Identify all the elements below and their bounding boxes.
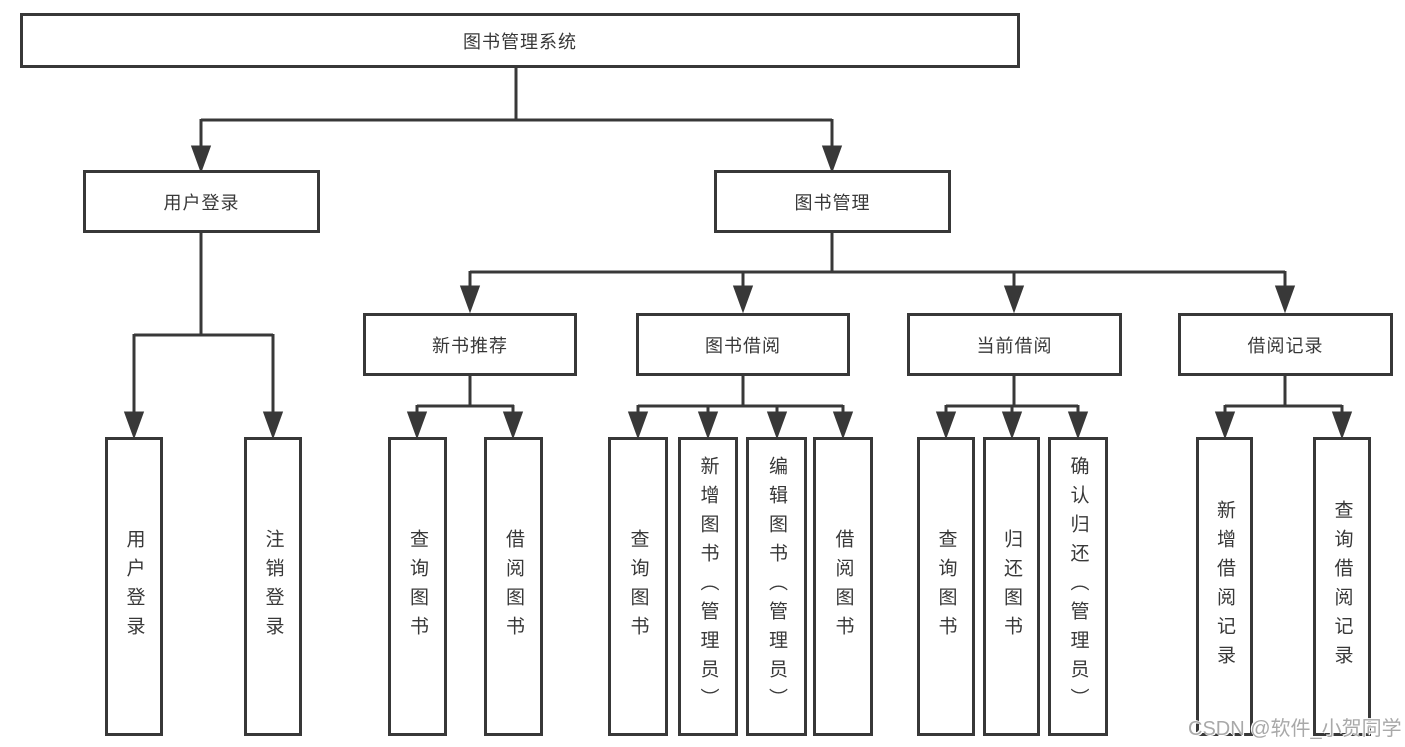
leaf-user-login: 用户登录 xyxy=(105,437,163,736)
csdn-watermark: CSDN @软件_小贺同学 xyxy=(1188,718,1402,740)
node-book-management-label: 图书管理 xyxy=(794,192,871,213)
leaf-current-query-book: 查询图书 xyxy=(917,437,975,736)
node-book-borrow: 图书借阅 xyxy=(636,313,850,376)
node-user-login: 用户登录 xyxy=(83,170,320,233)
node-book-borrow-label: 图书借阅 xyxy=(705,335,781,356)
leaf-confirm-return-admin: 确认归还（管理员） xyxy=(1048,437,1108,736)
leaf-rec-query-book: 查询图书 xyxy=(388,437,447,736)
edge-new-book-rec-to-leaves xyxy=(406,376,524,440)
node-new-book-recommend: 新书推荐 xyxy=(363,313,577,376)
leaf-rec-borrow-book-label: 借阅图书 xyxy=(503,528,524,645)
leaf-query-borrow-record: 查询借阅记录 xyxy=(1313,437,1371,736)
leaf-edit-book-admin: 编辑图书（管理员） xyxy=(746,437,807,736)
leaf-rec-borrow-book: 借阅图书 xyxy=(484,437,543,736)
leaf-borrow-query-book-label: 查询图书 xyxy=(627,528,649,645)
node-new-book-recommend-label: 新书推荐 xyxy=(432,335,508,356)
leaf-confirm-return-admin-label: 确认归还（管理员） xyxy=(1067,456,1089,717)
node-book-management: 图书管理 xyxy=(714,170,951,233)
edge-current-borrow-to-leaves xyxy=(935,376,1089,440)
leaf-edit-book-admin-label: 编辑图书（管理员） xyxy=(766,456,787,717)
leaf-current-query-book-label: 查询图书 xyxy=(935,528,957,645)
leaf-logout: 注销登录 xyxy=(244,437,302,736)
node-root-system: 图书管理系统 xyxy=(20,13,1020,68)
leaf-user-login-label: 用户登录 xyxy=(123,528,145,645)
leaf-logout-label: 注销登录 xyxy=(262,528,284,645)
edge-book-mgmt-to-level2 xyxy=(459,233,1296,314)
node-root-label: 图书管理系统 xyxy=(463,31,577,52)
node-user-login-label: 用户登录 xyxy=(163,192,240,213)
leaf-add-borrow-record-label: 新增借阅记录 xyxy=(1214,499,1235,674)
leaf-add-book-admin: 新增图书（管理员） xyxy=(678,437,738,736)
leaf-add-book-admin-label: 新增图书（管理员） xyxy=(697,456,719,717)
leaf-query-borrow-record-label: 查询借阅记录 xyxy=(1331,499,1353,674)
edge-borrow-record-to-leaves xyxy=(1214,376,1353,440)
edge-user-login-to-leaves xyxy=(123,233,284,440)
leaf-borrow-query-book: 查询图书 xyxy=(608,437,668,736)
node-current-borrow-label: 当前借阅 xyxy=(976,335,1053,356)
node-borrow-record-label: 借阅记录 xyxy=(1247,335,1324,356)
leaf-add-borrow-record: 新增借阅记录 xyxy=(1196,437,1253,736)
leaf-return-book-label: 归还图书 xyxy=(1001,528,1022,645)
node-borrow-record: 借阅记录 xyxy=(1178,313,1393,376)
edge-book-borrow-to-leaves xyxy=(627,376,854,440)
leaf-borrow-book: 借阅图书 xyxy=(813,437,873,736)
leaf-return-book: 归还图书 xyxy=(983,437,1040,736)
leaf-borrow-book-label: 借阅图书 xyxy=(832,528,854,645)
node-current-borrow: 当前借阅 xyxy=(907,313,1122,376)
leaf-rec-query-book-label: 查询图书 xyxy=(407,528,428,645)
edge-root-to-level1 xyxy=(190,68,843,174)
